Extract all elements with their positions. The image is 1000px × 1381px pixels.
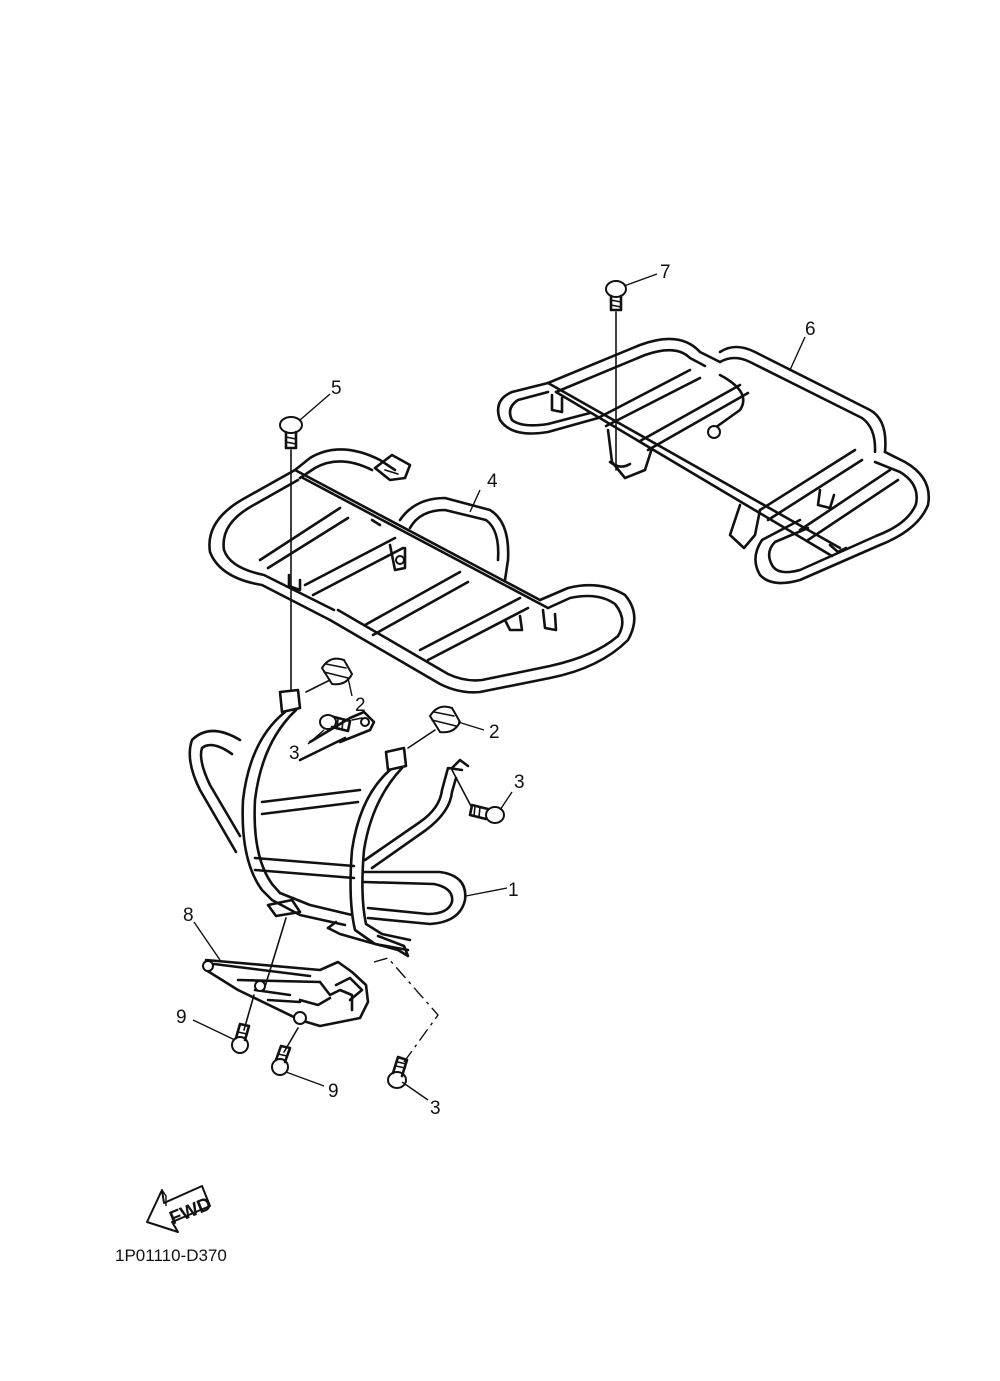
assembly-lines <box>243 311 617 1063</box>
callout-8: 8 <box>183 905 194 926</box>
callout-9-left: 9 <box>176 1007 187 1028</box>
drawing-code: 1P01110-D370 <box>115 1246 227 1265</box>
callout-3-right: 3 <box>514 772 525 793</box>
leader-lines <box>192 273 806 1101</box>
front-guard <box>188 688 470 958</box>
callout-7: 7 <box>660 262 671 283</box>
callout-2-left: 2 <box>355 695 366 716</box>
callout-1: 1 <box>508 880 519 901</box>
callout-5: 5 <box>331 378 342 399</box>
bolt-3-lower <box>387 1055 409 1089</box>
front-carrier <box>208 448 636 694</box>
fwd-arrow-icon: FWD <box>146 1185 215 1233</box>
bolt-7 <box>605 280 627 312</box>
grommet-2-left <box>320 657 354 686</box>
guard-bracket <box>202 958 370 1028</box>
callout-4: 4 <box>487 471 498 492</box>
callout-9-lower: 9 <box>328 1081 339 1102</box>
callout-2-right: 2 <box>489 722 500 743</box>
callouts: 1 2 2 3 3 3 4 5 6 7 8 9 9 <box>176 262 816 1119</box>
callout-3-upper: 3 <box>289 743 300 764</box>
bolt-5 <box>279 416 303 450</box>
bolt-3-upper <box>319 714 352 733</box>
callout-6: 6 <box>805 319 816 340</box>
bolt-3-right <box>468 803 505 824</box>
rear-carrier <box>496 337 931 585</box>
grommet-2-right <box>428 705 462 734</box>
bolt-9-left <box>231 1022 251 1054</box>
callout-3-lower: 3 <box>430 1098 441 1119</box>
bolt-9-lower <box>271 1044 292 1076</box>
